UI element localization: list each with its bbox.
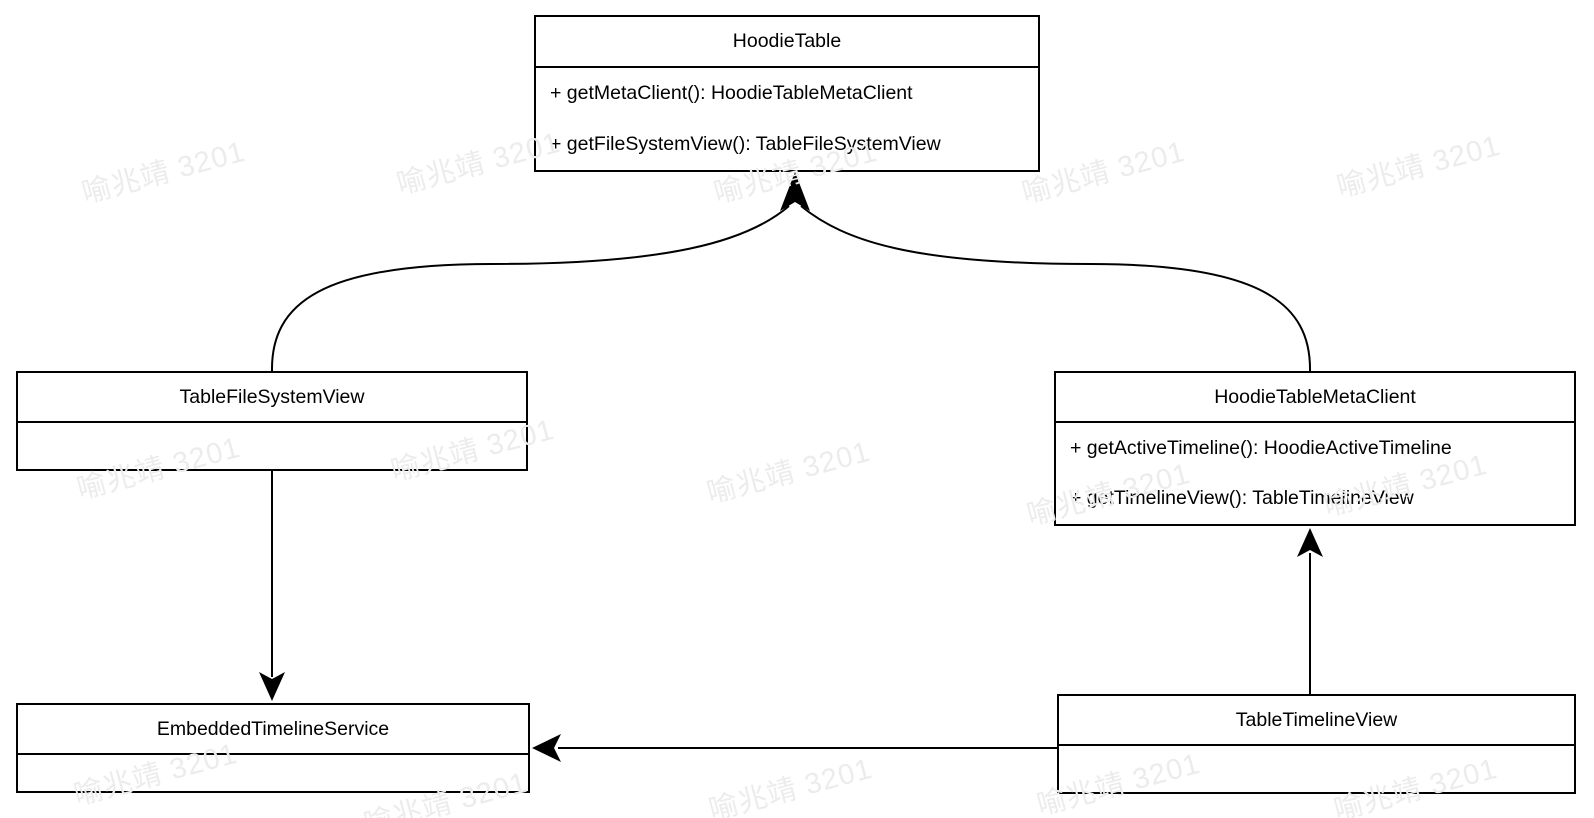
class-method: + getTimelineView(): TableTimelineView: [1070, 487, 1414, 509]
class-box-hoodie-table: HoodieTable + getMetaClient(): HoodieTab…: [534, 15, 1040, 172]
arrowhead-up-hoodie-table-icon: [780, 172, 810, 211]
class-body-table-file-system-view: [18, 423, 526, 469]
class-body-table-timeline-view: [1059, 746, 1574, 792]
class-box-embedded-timeline-service: EmbeddedTimelineService: [16, 703, 530, 793]
class-method: + getActiveTimeline(): HoodieActiveTimel…: [1070, 436, 1452, 459]
class-method: + getMetaClient(): HoodieTableMetaClient: [550, 81, 913, 104]
class-box-table-file-system-view: TableFileSystemView: [16, 371, 528, 471]
class-name-table-file-system-view: TableFileSystemView: [18, 373, 526, 423]
edge-hoodie-table-meta-client-to-hoodie-table: [800, 205, 1312, 372]
arrowhead-left-embedded-timeline-service-icon: [532, 734, 561, 762]
edge-table-file-system-view-to-hoodie-table: [270, 205, 790, 372]
arrowhead-up-hoodie-table-meta-client-icon: [1297, 528, 1323, 557]
class-name-hoodie-table-meta-client: HoodieTableMetaClient: [1056, 373, 1574, 423]
class-body-hoodie-table: + getMetaClient(): HoodieTableMetaClient…: [536, 68, 1038, 170]
class-box-table-timeline-view: TableTimelineView: [1057, 694, 1576, 794]
class-box-hoodie-table-meta-client: HoodieTableMetaClient + getActiveTimelin…: [1054, 371, 1576, 526]
class-body-embedded-timeline-service: [18, 755, 528, 791]
class-method: + getFileSystemView(): TableFileSystemVi…: [550, 132, 941, 155]
class-body-hoodie-table-meta-client: + getActiveTimeline(): HoodieActiveTimel…: [1056, 423, 1574, 524]
class-name-hoodie-table: HoodieTable: [536, 17, 1038, 68]
class-name-table-timeline-view: TableTimelineView: [1059, 696, 1574, 746]
class-name-embedded-timeline-service: EmbeddedTimelineService: [18, 705, 528, 755]
arrowhead-down-embedded-timeline-service-icon: [259, 672, 285, 701]
